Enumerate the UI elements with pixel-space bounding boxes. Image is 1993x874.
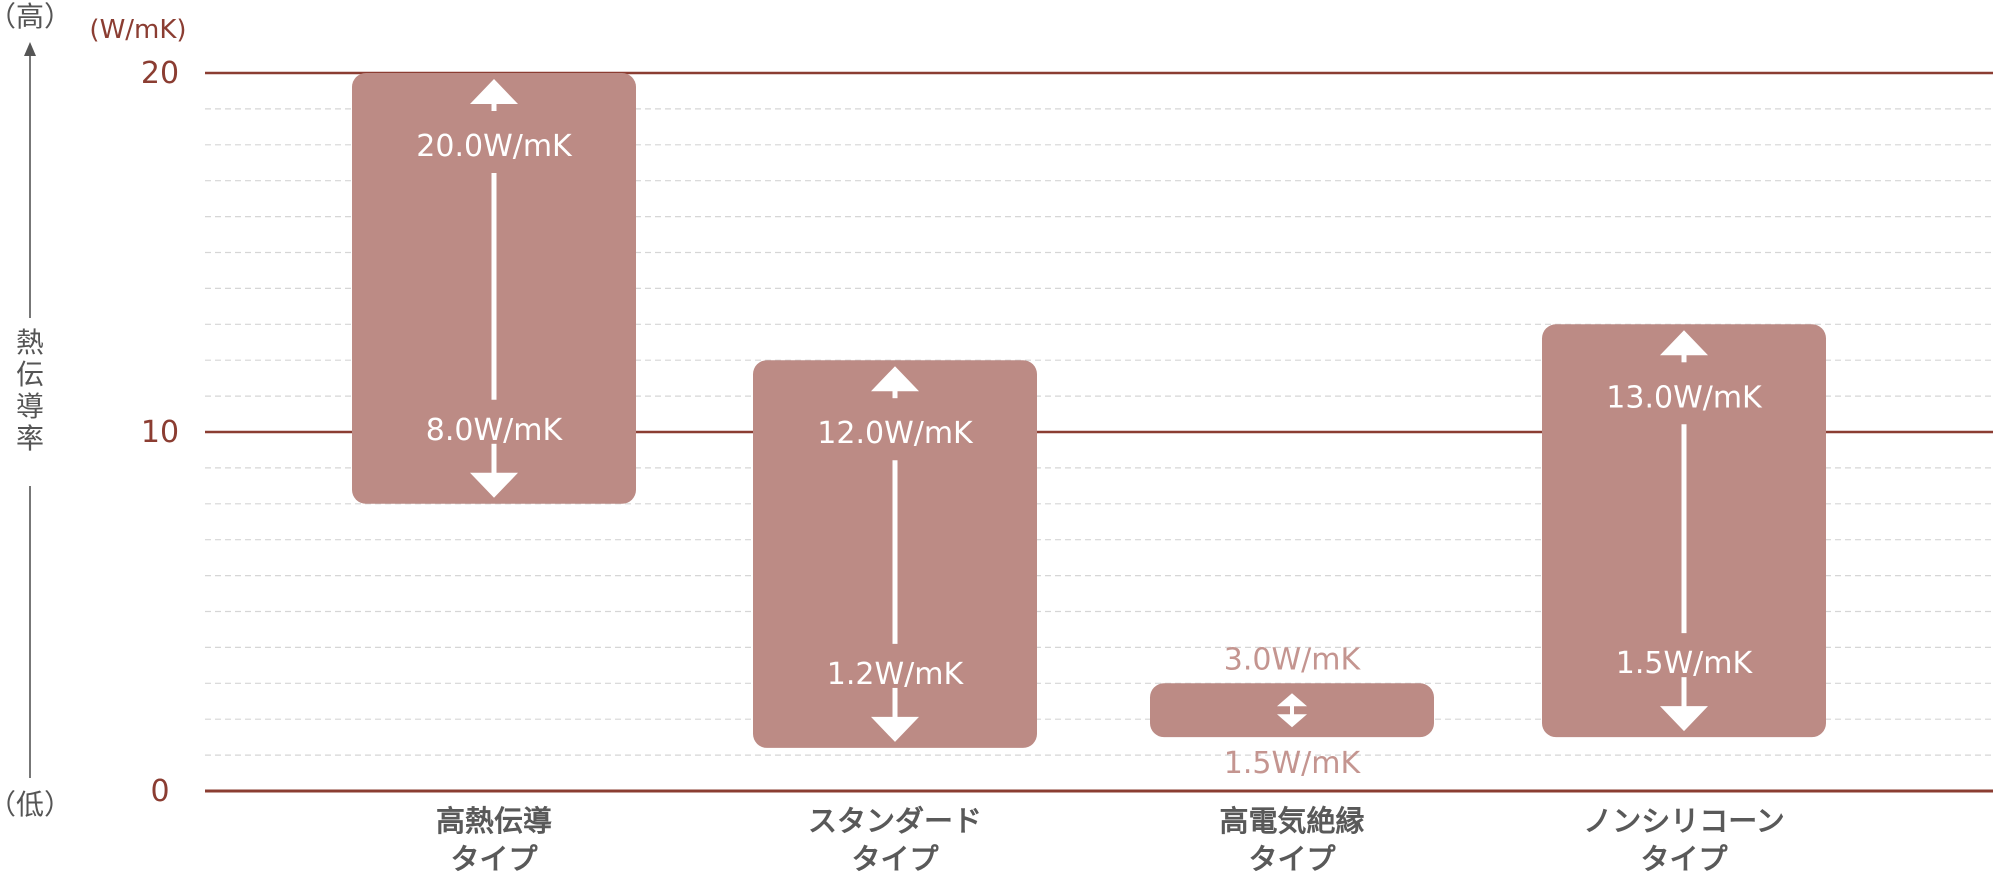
y-tick-label: 20 <box>141 56 179 91</box>
range-bar-group: 20.0W/mK 8.0W/mK <box>352 73 636 504</box>
category-label-line1: ノンシリコーン <box>1583 804 1785 838</box>
arrow-up-head <box>1277 693 1307 707</box>
unit-label: (W/mK) <box>89 15 186 45</box>
category-label-line1: 高電気絶縁 <box>1219 804 1364 838</box>
y-axis-arrow-head <box>24 42 36 56</box>
low-value-label: 1.5W/mK <box>1616 646 1754 681</box>
category-label-line2: タイプ <box>851 842 939 874</box>
y-axis-low-label: （低） <box>0 788 72 821</box>
range-bar-group: 13.0W/mK 1.5W/mK <box>1542 324 1826 738</box>
bar-layer: 20.0W/mK 8.0W/mK 12.0W/mK 1.2W/mK 3.0W/mK 1.5… <box>352 73 1826 781</box>
high-value-label: 20.0W/mK <box>416 129 573 164</box>
high-value-label: 12.0W/mK <box>817 416 974 451</box>
arrow-up-head <box>470 79 518 104</box>
low-value-label: 8.0W/mK <box>426 413 564 448</box>
category-label-line2: タイプ <box>1640 842 1728 874</box>
y-axis-high-label: （高） <box>0 0 72 33</box>
y-tick-label: 10 <box>141 415 179 450</box>
low-value-label: 1.2W/mK <box>827 657 965 692</box>
high-value-label: 3.0W/mK <box>1224 642 1362 677</box>
arrow-down-head <box>1277 714 1307 728</box>
low-value-label: 1.5W/mK <box>1224 746 1362 781</box>
category-label-line1: 高熱伝導 <box>436 804 552 838</box>
range-bar-group: 12.0W/mK 1.2W/mK <box>753 360 1037 748</box>
axis-layer: (W/mK) （高） （低） 熱伝導率 01020高熱伝導タイプスタンダードタイ… <box>0 0 1785 874</box>
arrow-down-head <box>470 472 518 498</box>
category-label-line2: タイプ <box>450 842 538 874</box>
category-label-line2: タイプ <box>1248 842 1336 874</box>
category-label-line1: スタンダード <box>808 804 982 838</box>
range-bar-group: 3.0W/mK 1.5W/mK <box>1150 642 1434 781</box>
arrow-up-head <box>871 366 919 392</box>
high-value-label: 13.0W/mK <box>1606 380 1763 415</box>
y-tick-label: 0 <box>150 774 169 809</box>
arrow-down-head <box>871 716 919 742</box>
arrow-down-head <box>1660 706 1708 732</box>
arrow-up-head <box>1660 330 1708 356</box>
y-axis-title: 熱伝導率 <box>16 326 44 455</box>
